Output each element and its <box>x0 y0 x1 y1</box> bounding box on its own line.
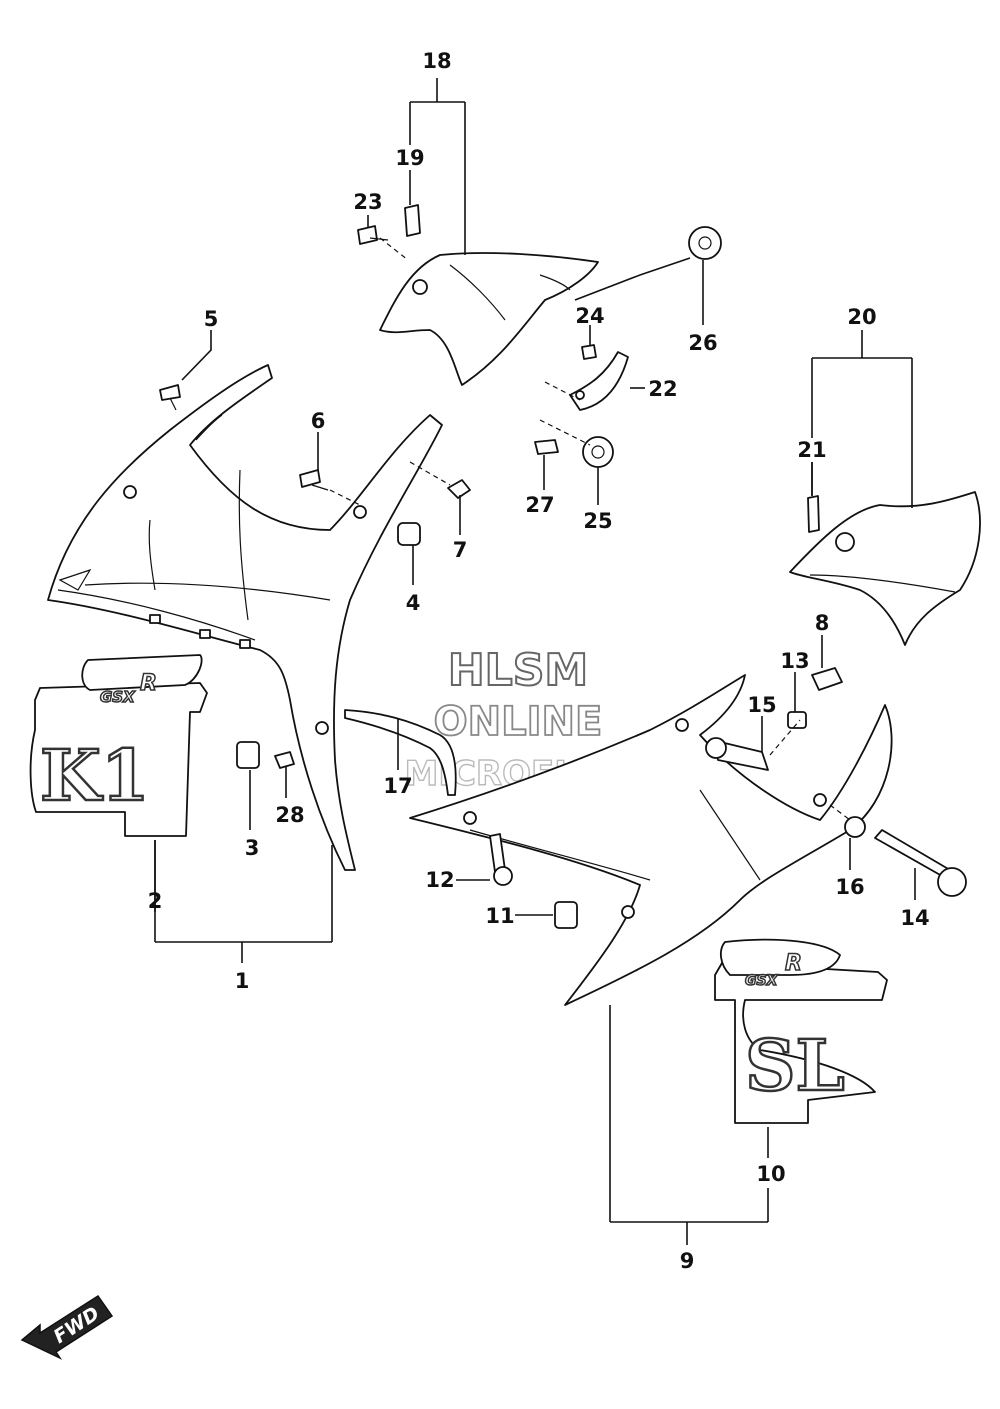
right-decal-model-text: SL <box>745 1024 845 1107</box>
callout-19: 19 <box>395 146 424 170</box>
leader-dashes <box>329 237 851 821</box>
callout-2: 2 <box>148 889 163 913</box>
right-decal-brand-letter: R <box>785 951 802 976</box>
bracket-part-22 <box>569 351 629 411</box>
watermark-line1: HLSM <box>448 645 588 696</box>
left-decal-brand-letter: R <box>140 671 157 696</box>
watermark-line2: ONLINE <box>434 699 603 745</box>
callout-21: 21 <box>797 438 826 462</box>
front-cowl-part <box>47 364 443 871</box>
callout-6: 6 <box>311 409 326 433</box>
right-decal-brand-text: GSX <box>745 973 779 989</box>
fasteners <box>159 204 967 929</box>
callout-11: 11 <box>485 904 514 928</box>
callout-25-26: 26 <box>688 331 717 355</box>
callout-15: 15 <box>747 693 776 717</box>
left-decal-part-2: R GSX K1 <box>29 654 208 837</box>
callout-12: 12 <box>425 868 454 892</box>
left-decal-model-text: K1 <box>40 734 150 817</box>
inner-panel-part-18 <box>379 252 599 386</box>
callout-20: 20 <box>847 305 876 329</box>
callout-3: 3 <box>245 836 260 860</box>
callout-28: 28 <box>275 803 304 827</box>
callout-numbers: 1 2 3 4 5 6 7 8 9 10 11 12 13 14 15 16 1… <box>148 49 930 1273</box>
callout-lines <box>154 78 916 1245</box>
callout-9: 9 <box>680 1249 695 1273</box>
callout-27: 27 <box>525 493 554 517</box>
right-decal-part-10: R GSX SL <box>714 938 888 1124</box>
callout-14: 14 <box>900 906 929 930</box>
callout-7: 7 <box>453 538 468 562</box>
callout-23: 23 <box>353 190 382 214</box>
callout-4: 4 <box>406 591 421 615</box>
left-decal-brand-text: GSX <box>100 688 136 706</box>
callout-13: 13 <box>780 649 809 673</box>
fwd-direction-arrow: FWD <box>20 1294 114 1360</box>
callout-16: 16 <box>835 875 864 899</box>
callout-22: 22 <box>648 377 677 401</box>
callout-1: 1 <box>235 969 250 993</box>
inner-cover-part-20 <box>789 491 981 646</box>
callout-25: 25 <box>583 509 612 533</box>
callout-8: 8 <box>815 611 830 635</box>
callout-24: 24 <box>575 304 604 328</box>
bracket-part-17 <box>344 709 457 796</box>
callout-10: 10 <box>756 1162 785 1186</box>
callout-17: 17 <box>383 774 412 798</box>
callout-18: 18 <box>422 49 451 73</box>
callout-5: 5 <box>204 307 219 331</box>
